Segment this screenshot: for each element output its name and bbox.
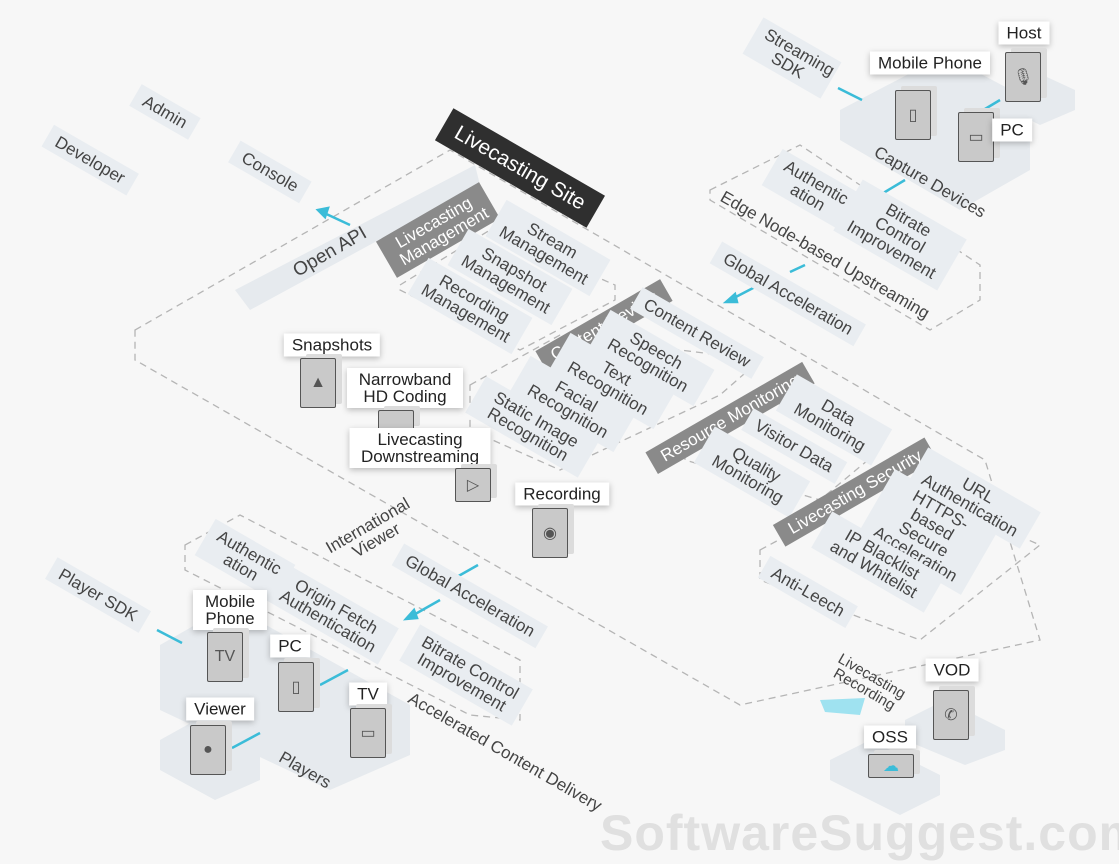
capture-devices-platform <box>840 55 1030 210</box>
record-icon: ◉ <box>532 508 568 558</box>
coding-icon <box>378 410 414 430</box>
management-region <box>399 229 616 351</box>
cloud-icon: ☁ <box>868 754 914 778</box>
image-icon: ▲ <box>300 358 336 408</box>
viewer-region <box>184 514 521 721</box>
mobile-phone-label: Mobile Phone <box>870 51 990 75</box>
vod-icon: ✆ <box>933 690 969 740</box>
tv-label: TV <box>349 682 387 706</box>
downstreaming-label: Livecasting Downstreaming <box>349 428 491 468</box>
open-api-bar <box>235 165 480 310</box>
play-icon: ▷ <box>455 468 491 502</box>
person-icon: ● <box>190 725 226 775</box>
oss-label: OSS <box>864 725 916 749</box>
site-region <box>134 149 1041 706</box>
viewer-mobile-label: Mobile Phone <box>193 590 267 630</box>
upstream-region <box>709 144 981 331</box>
recording-label: Recording <box>515 482 609 506</box>
watermark: SoftwareSuggest.com <box>600 805 1119 861</box>
snapshots-label: Snapshots <box>283 333 381 357</box>
narrowband-label: Narrowband HD Coding <box>347 368 463 408</box>
viewer-label: Viewer <box>186 697 254 721</box>
viewer-pc-label: PC <box>270 634 310 658</box>
pc-label: PC <box>992 118 1032 142</box>
viewer-pc-icon: ▯ <box>278 662 314 712</box>
microphone-icon: 🎙 <box>1005 52 1041 102</box>
vod-label: VOD <box>925 658 979 682</box>
recording-flow-arrow <box>820 698 865 715</box>
tv-mobile-icon: TV <box>207 632 243 682</box>
tv-icon: ▭ <box>350 708 386 758</box>
review-region <box>469 334 762 471</box>
mobile-phone-icon: ▯ <box>895 90 931 140</box>
pc-icon: ▭ <box>958 112 994 162</box>
host-label: Host <box>998 21 1050 45</box>
